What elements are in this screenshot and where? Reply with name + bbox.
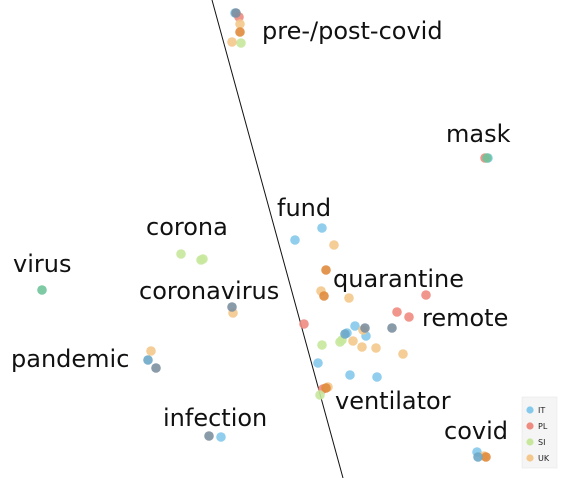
- point-series-3-10: [398, 349, 408, 359]
- word-label-corona: corona: [146, 213, 228, 241]
- point-series-0-4: [350, 321, 360, 331]
- point-series-2-1: [176, 249, 186, 259]
- point-series-2-3: [198, 254, 208, 264]
- word-label-pandemic: pandemic: [11, 345, 129, 373]
- points-layer: [37, 8, 493, 462]
- point-series-2-0: [236, 38, 246, 48]
- legend-label-pl: PL: [538, 422, 548, 431]
- point-series-5-0: [231, 8, 241, 18]
- point-series-1-2: [299, 319, 309, 329]
- word-label-coronavirus: coronavirus: [139, 277, 279, 305]
- legend-marker-pl: [526, 422, 534, 430]
- point-series-7-1: [482, 153, 492, 163]
- legend-marker-uk: [526, 454, 534, 462]
- legend-marker-si: [526, 438, 534, 446]
- word-label-mask: mask: [446, 120, 511, 148]
- word-label-quarantine: quarantine: [333, 265, 464, 293]
- point-series-7-0: [37, 285, 47, 295]
- point-series-2-4: [317, 340, 327, 350]
- point-series-3-1: [227, 37, 237, 47]
- point-series-5-2: [151, 363, 161, 373]
- point-series-3-9: [371, 343, 381, 353]
- point-series-4-4: [481, 452, 491, 462]
- point-series-5-1: [227, 302, 237, 312]
- point-series-1-5: [421, 290, 431, 300]
- point-series-3-0: [235, 19, 245, 29]
- word-label-infection: infection: [163, 404, 267, 432]
- labels-layer: pre-/post-covidmaskfundcoronavirusquaran…: [11, 17, 511, 445]
- point-series-5-4: [387, 323, 397, 333]
- point-series-6-2: [473, 452, 483, 462]
- point-series-4-0: [235, 27, 245, 37]
- point-series-0-9: [372, 372, 382, 382]
- point-series-0-2: [290, 235, 300, 245]
- legend-label-it: IT: [538, 406, 545, 415]
- point-series-1-4: [404, 312, 414, 322]
- point-series-0-8: [345, 370, 355, 380]
- point-series-3-4: [344, 293, 354, 303]
- legend-marker-it: [526, 406, 534, 414]
- point-series-3-8: [357, 342, 367, 352]
- point-series-3-7: [348, 336, 358, 346]
- point-series-5-3: [204, 431, 214, 441]
- point-series-5-5: [360, 323, 370, 333]
- point-series-0-3: [317, 223, 327, 233]
- legend-label-uk: UK: [538, 454, 550, 463]
- word-label-ventilator: ventilator: [335, 387, 451, 415]
- point-series-6-1: [340, 329, 350, 339]
- point-series-1-3: [392, 307, 402, 317]
- legend: IT PL SI UK: [521, 396, 558, 469]
- point-series-0-10: [216, 432, 226, 442]
- point-series-3-2: [329, 240, 339, 250]
- word-label-pre-post-covid: pre-/post-covid: [262, 17, 443, 45]
- point-series-4-2: [319, 291, 329, 301]
- point-series-0-7: [313, 358, 323, 368]
- point-series-4-3: [321, 383, 331, 393]
- point-series-4-1: [321, 265, 331, 275]
- point-series-6-0: [143, 355, 153, 365]
- word-label-fund: fund: [277, 194, 331, 222]
- word-label-covid: covid: [444, 417, 508, 445]
- word-label-remote: remote: [422, 304, 508, 332]
- word-label-virus: virus: [13, 250, 71, 278]
- legend-label-si: SI: [538, 438, 545, 447]
- point-series-3-11: [146, 346, 156, 356]
- point-series-2-7: [315, 390, 325, 400]
